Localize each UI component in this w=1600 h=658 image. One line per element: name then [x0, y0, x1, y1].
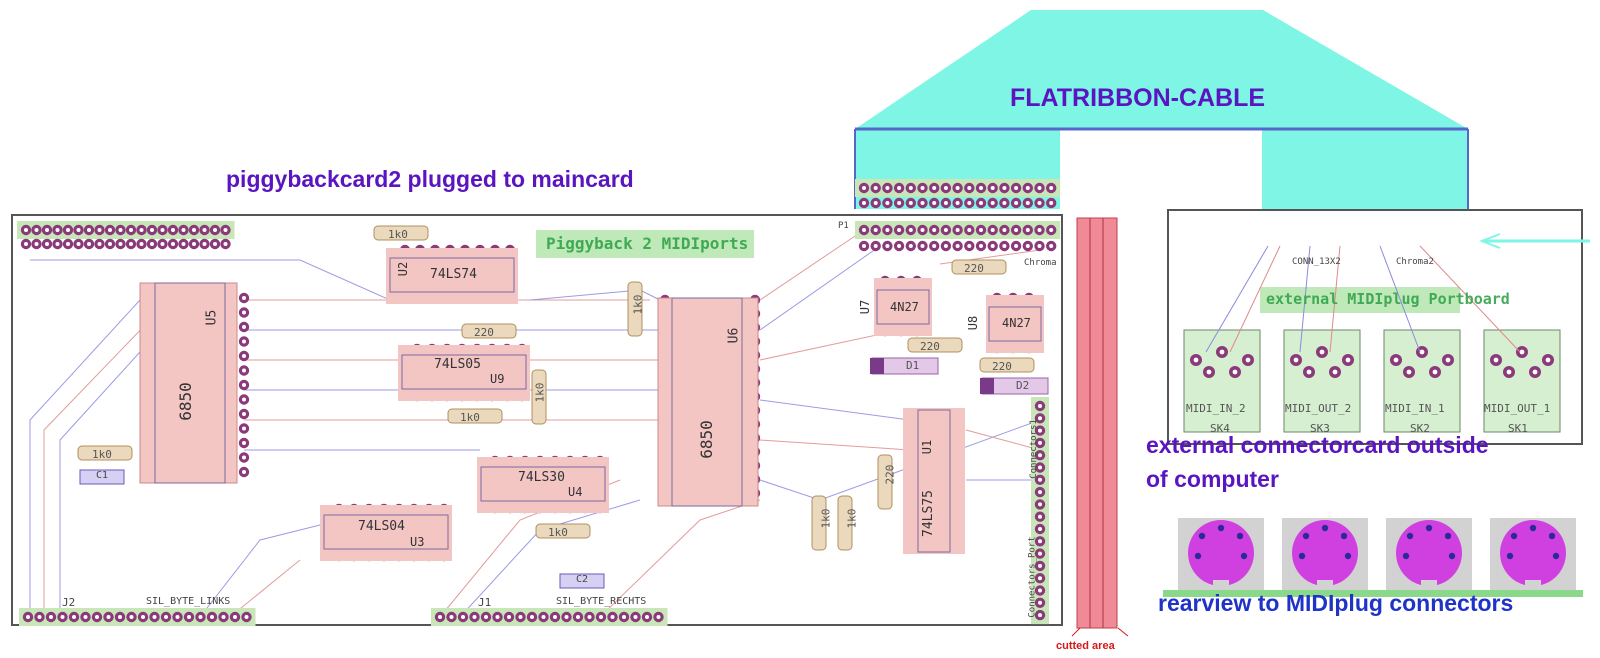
chip-u8-part: 4N27: [1002, 316, 1031, 330]
cap-c2-label: C2: [576, 574, 589, 585]
sil-rechts-label: SIL_BYTE_RECHTS: [556, 596, 647, 607]
j1-label: J1: [478, 596, 492, 609]
j2-label: J2: [62, 596, 76, 609]
chip-u7-ref: U7: [858, 299, 873, 315]
jack-4-sk: SK1: [1508, 422, 1528, 435]
portboard-banner: external MIDIplug Portboard: [1266, 290, 1510, 308]
external-card-title-line2: of computer: [1146, 466, 1279, 492]
connectors-port-label: Connectors_Port: [1027, 536, 1038, 618]
jack-1-label: MIDI_IN_2: [1186, 402, 1246, 415]
midi-plug-2: [1282, 518, 1368, 590]
resistor-label-4: 1k0: [631, 294, 645, 315]
jack-4-label: MIDI_OUT_1: [1484, 402, 1551, 415]
chip-u6-ref: U6: [726, 327, 742, 344]
p1-label: P1: [838, 221, 849, 231]
jack-3-sk: SK2: [1410, 422, 1430, 435]
diode-d1-label: D1: [906, 359, 920, 372]
cap-c2: [559, 573, 605, 589]
jack-2-label: MIDI_OUT_2: [1285, 402, 1352, 415]
sil-links-label: SIL_BYTE_LINKS: [146, 596, 231, 607]
board-banner: Piggyback 2 MIDIports: [540, 232, 755, 255]
diodes-caps: [79, 357, 1049, 589]
chroma-label: Chroma: [1024, 258, 1057, 268]
chip-u1-part: 74LS75: [920, 490, 936, 537]
resistor-label-2: 1k0: [460, 411, 480, 424]
resistor-label-0: 1k0: [388, 228, 408, 241]
midi-plugs-rearview: [1163, 518, 1583, 597]
chip-u7: [874, 278, 932, 336]
cap-c1: [79, 469, 125, 485]
midi-plug-1: [1178, 518, 1264, 590]
resistor-label-3: 1k0: [533, 382, 547, 403]
chip-u9: [398, 345, 530, 401]
chip-u3-part: 74LS04: [358, 519, 405, 534]
midi-plug-4: [1490, 518, 1576, 590]
resistors: [77, 225, 1035, 551]
piggyback-title: piggybackcard2 plugged to maincard: [226, 166, 634, 192]
chip-u1-ref: U1: [920, 439, 935, 455]
jack-3-label: MIDI_IN_1: [1385, 402, 1445, 415]
jack-2-sk: SK3: [1310, 422, 1330, 435]
cutted-area: [1071, 217, 1129, 637]
chroma2-label: Chroma2: [1396, 257, 1434, 267]
jack-1-sk: SK4: [1210, 422, 1230, 435]
conn-label: CONN_13X2: [1292, 257, 1341, 267]
connectors1-label: Connectors1: [1028, 419, 1039, 479]
chips: [139, 248, 1044, 561]
chip-u6-part: 6850: [696, 420, 716, 459]
cable-title: FLATRIBBON-CABLE: [1010, 84, 1266, 112]
chip-u9-part: 74LS05: [434, 357, 481, 372]
chip-u3-ref: U3: [410, 535, 425, 549]
resistor-label-8: 220: [992, 360, 1012, 373]
chip-u3: [320, 505, 452, 561]
resistor-label-6: 220: [964, 262, 984, 275]
chip-u5-part: 6850: [175, 382, 195, 421]
resistor-label-12: 1k0: [548, 526, 568, 539]
rearview-title: rearview to MIDIplug connectors: [1158, 590, 1514, 616]
chip-u9-ref: U9: [490, 372, 505, 386]
chip-u4-part: 74LS30: [518, 470, 565, 485]
chip-u5: [139, 282, 238, 484]
resistor-label-7: 220: [920, 340, 940, 353]
chip-u6: [657, 297, 759, 507]
resistor-label-9: 220: [883, 464, 897, 485]
chip-u1: [903, 408, 965, 554]
chip-u8: [986, 295, 1044, 353]
chip-u4-ref: U4: [568, 485, 583, 499]
resistor-label-1: 220: [474, 326, 494, 339]
external-card-title-line1: external connectorcard outside: [1146, 432, 1489, 458]
chip-u8-ref: U8: [966, 315, 981, 331]
chip-u2-ref: U2: [396, 261, 411, 277]
chip-u2-part: 74LS74: [430, 267, 477, 282]
external-portboard: [1167, 209, 1590, 445]
chip-u4: [477, 457, 609, 513]
midi-plug-3: [1386, 518, 1472, 590]
chip-u7-part: 4N27: [890, 300, 919, 314]
chip-u2: [386, 248, 518, 304]
diode-d2-label: D2: [1016, 379, 1030, 392]
resistor-label-11: 1k0: [845, 508, 859, 529]
cutted-area-label: cutted area: [1056, 640, 1115, 652]
resistor-label-5: 1k0: [92, 448, 112, 461]
cap-c1-label: C1: [96, 470, 109, 481]
chip-u5-ref: U5: [204, 309, 220, 326]
resistor-label-10: 1k0: [819, 508, 833, 529]
